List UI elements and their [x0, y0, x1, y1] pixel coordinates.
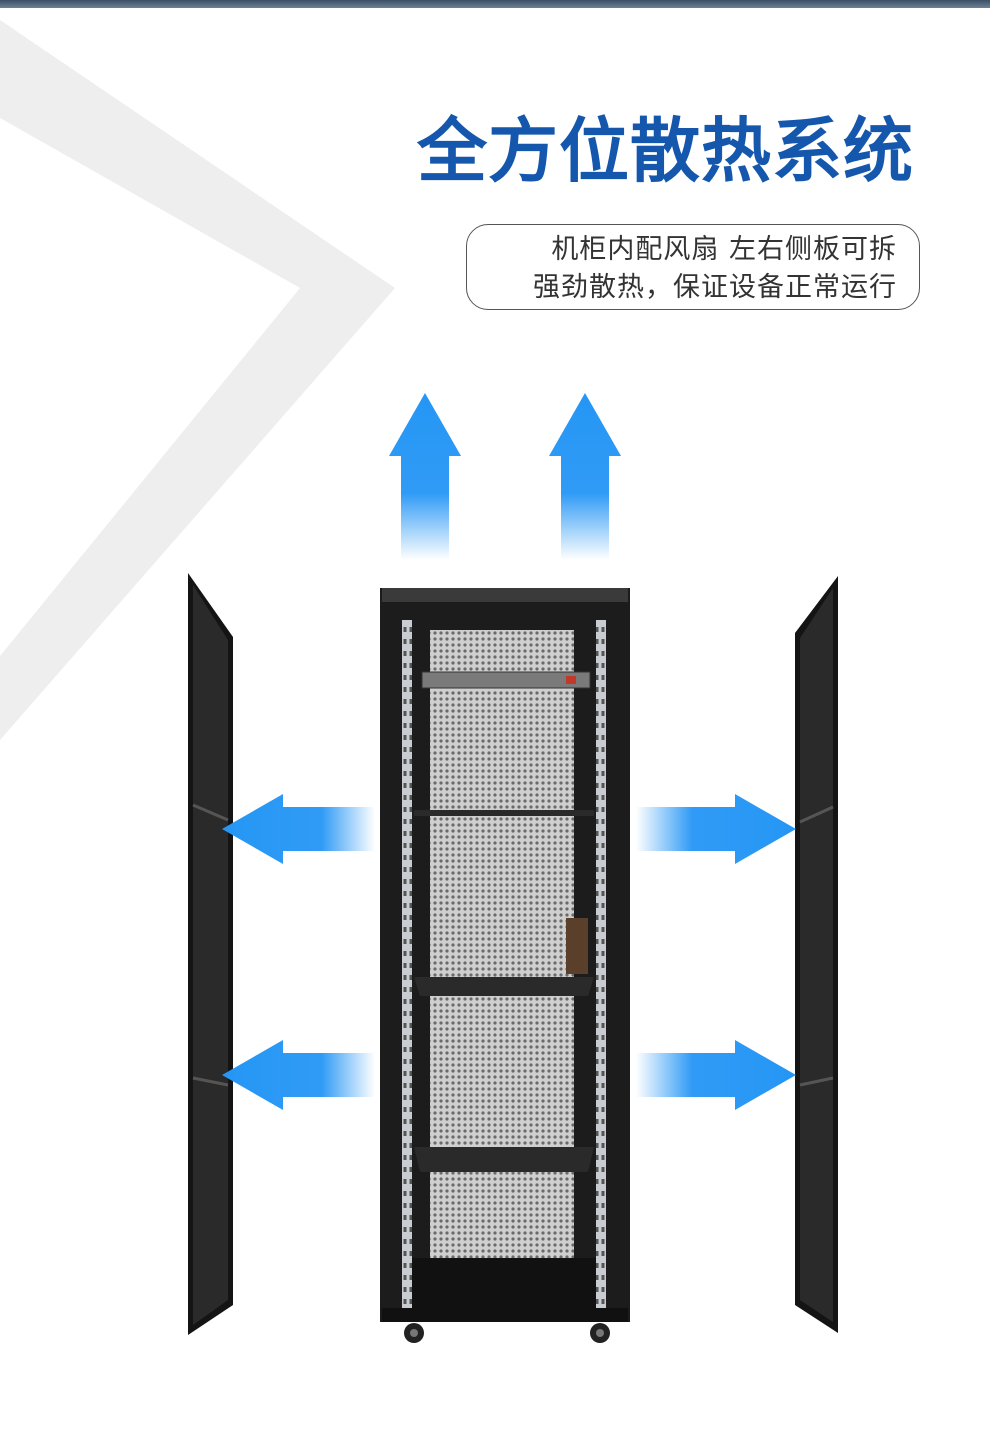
airflow-arrow-up-right [549, 393, 621, 560]
top-bar [0, 0, 990, 8]
right-side-panel [795, 576, 838, 1333]
airflow-arrow-left-upper [222, 794, 375, 864]
headline: 全方位散热系统 [417, 110, 914, 192]
subtitle-line-2: 强劲散热，保证设备正常运行 [533, 272, 897, 303]
background-chevron [0, 20, 395, 740]
left-side-panel [188, 573, 233, 1335]
airflow-arrow-right-lower [636, 1040, 796, 1110]
rack-cabinet [380, 588, 630, 1343]
subtitle-box: 机柜内配风扇 左右侧板可拆 强劲散热，保证设备正常运行 [466, 224, 920, 310]
airflow-arrow-left-lower [222, 1040, 375, 1110]
airflow-arrow-up-left [389, 393, 461, 560]
airflow-arrow-right-upper [636, 794, 796, 864]
subtitle-line-1: 机柜内配风扇 左右侧板可拆 [551, 234, 897, 265]
